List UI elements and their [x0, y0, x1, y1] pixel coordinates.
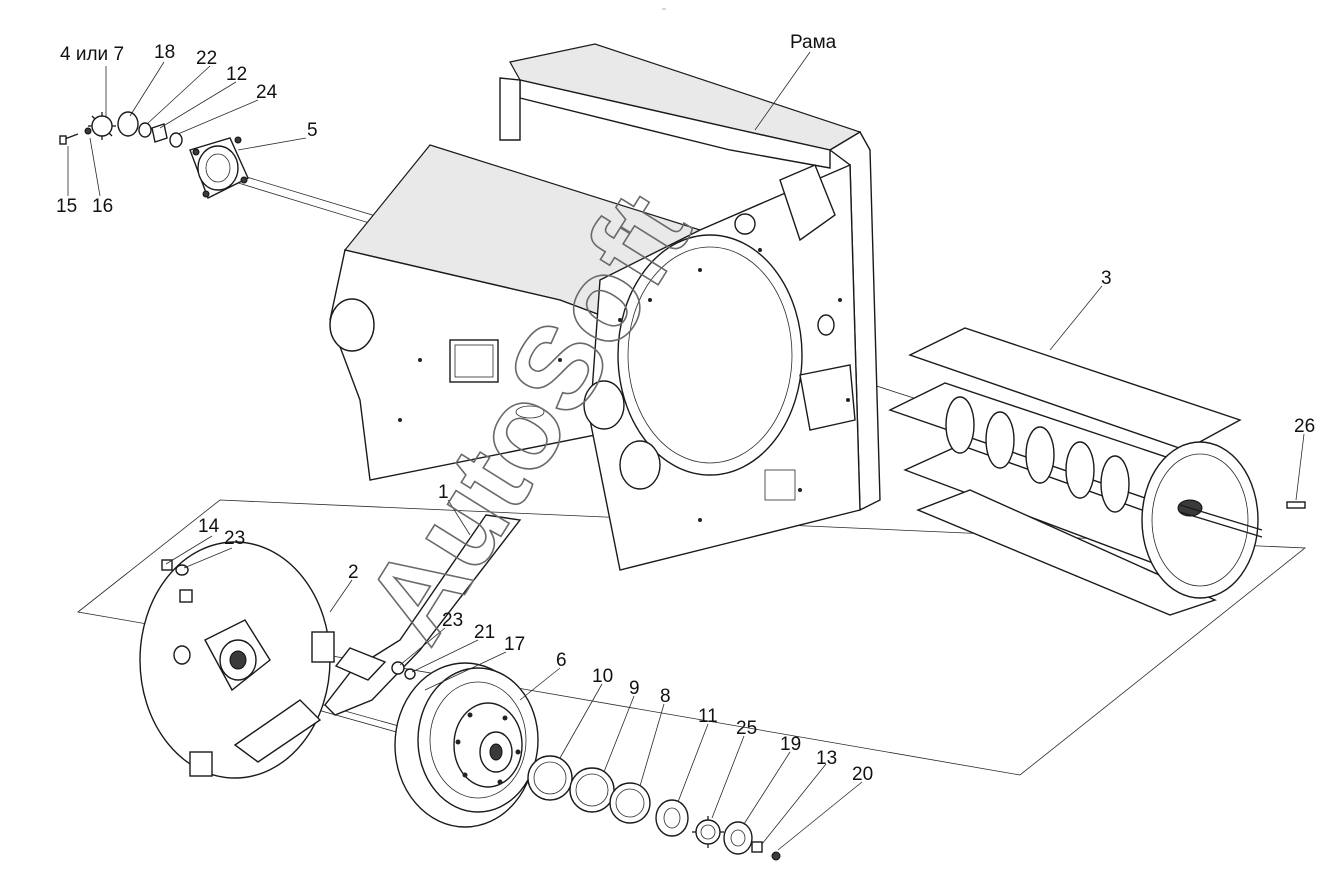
pulley	[391, 661, 539, 828]
label-6: 6	[556, 650, 567, 671]
callout-labels: Рама 4 или 7 18 22 12 24 5 15 16 3 26 1 …	[56, 32, 1315, 785]
label-12: 12	[226, 64, 247, 85]
bearing-flange-assembly	[59, 111, 249, 199]
rings-and-washers	[527, 755, 781, 861]
rotor-drum	[888, 327, 1306, 616]
label-25: 25	[736, 718, 757, 739]
label-2: 2	[348, 562, 359, 583]
label-23-bottom: 23	[442, 610, 463, 631]
label-20: 20	[852, 764, 873, 785]
assembly-plane-outline	[77, 499, 1307, 776]
label-26: 26	[1294, 416, 1315, 437]
label-frame: Рама	[790, 32, 837, 53]
label-8: 8	[660, 686, 671, 707]
cover-plate	[139, 541, 335, 779]
label-17: 17	[504, 634, 525, 655]
label-9: 9	[629, 678, 640, 699]
label-15: 15	[56, 196, 77, 217]
label-11: 11	[698, 706, 718, 727]
label-18: 18	[154, 42, 175, 63]
label-13: 13	[816, 748, 837, 769]
label-1: 1	[438, 482, 449, 503]
header-mark: °°	[662, 8, 666, 14]
label-24: 24	[256, 82, 278, 103]
bracket	[324, 514, 522, 716]
label-5: 5	[307, 120, 318, 141]
label-16: 16	[92, 196, 113, 217]
label-3: 3	[1101, 268, 1112, 289]
leader-lines	[67, 51, 1305, 851]
label-14: 14	[198, 516, 220, 537]
label-19: 19	[780, 734, 801, 755]
label-22: 22	[196, 48, 217, 69]
frame-housing	[329, 43, 881, 571]
label-21: 21	[474, 622, 495, 643]
label-4-or-7: 4 или 7	[60, 44, 124, 65]
label-10: 10	[592, 666, 613, 687]
label-23-top: 23	[224, 528, 245, 549]
